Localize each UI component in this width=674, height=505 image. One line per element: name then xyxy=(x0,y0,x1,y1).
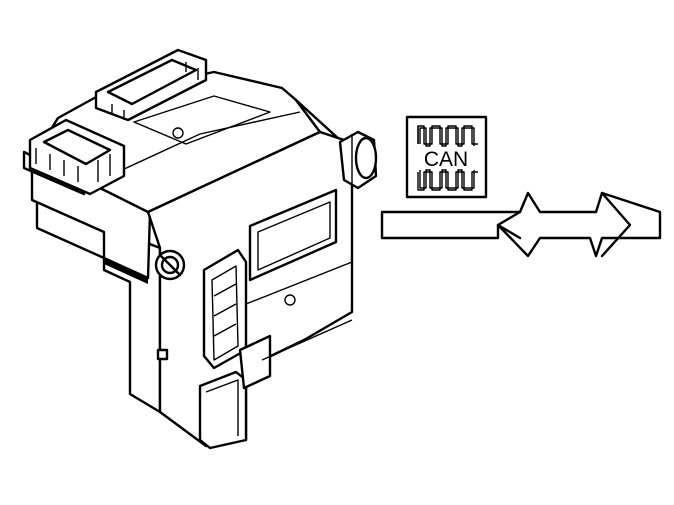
control-module-icon xyxy=(22,48,378,450)
can-label: CAN xyxy=(424,148,468,171)
can-bus-signal-icon xyxy=(405,115,488,199)
bidirectional-arrow-icon xyxy=(380,191,662,258)
